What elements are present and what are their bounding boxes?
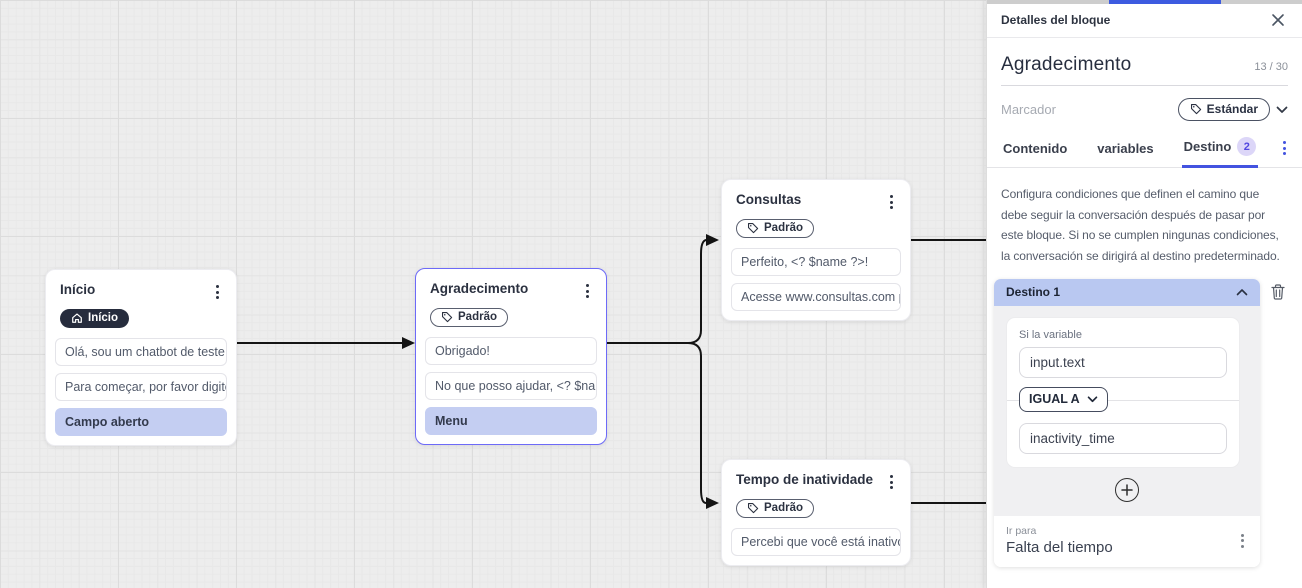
add-condition-button[interactable] [1115,478,1139,502]
open-field-item[interactable]: Campo aberto [55,408,227,436]
message-item[interactable]: Percebi que você está inativo. C... [731,528,901,556]
node-menu-kebab-icon[interactable] [886,192,897,212]
message-item[interactable]: Acesse www.consultas.com par... [731,283,901,311]
chevron-down-icon [1087,395,1098,402]
block-details-panel: Detalles del bloque Agradecimento 13 / 3… [986,0,1302,588]
menu-item[interactable]: Menu [425,407,597,435]
tag-icon [747,502,759,514]
marker-type-button[interactable]: Estándar [1177,98,1270,121]
node-type-badge: Início [60,309,130,328]
badge-label: Início [88,312,119,324]
panel-tabs: Contenido variables Destino 2 [987,131,1302,168]
close-panel-button[interactable] [1268,10,1288,30]
panel-top-strip-accent [1109,0,1221,4]
close-icon [1272,14,1284,26]
node-title: Consultas [736,192,802,207]
chevron-down-icon[interactable] [1276,106,1288,114]
trash-icon [1271,284,1285,300]
char-counter: 13 / 30 [1254,61,1288,73]
panel-top-strip [987,0,1302,4]
condition-variable-input[interactable] [1019,347,1227,378]
delete-destination-button[interactable] [1268,281,1288,303]
tab-destino[interactable]: Destino 2 [1181,131,1259,168]
condition-label: Si la variable [1019,329,1082,341]
message-item[interactable]: Olá, sou um chatbot de teste! [55,338,227,366]
badge-label: Padrão [764,502,803,514]
tag-icon [1190,103,1201,115]
node-menu-kebab-icon[interactable] [886,472,897,492]
condition-value-input[interactable] [1019,423,1227,454]
badge-label: Padrão [764,222,803,234]
message-item[interactable]: No que posso ajudar, <? $name ... [425,372,597,400]
arrowhead [706,497,719,509]
node-tempo-inatividade[interactable]: Tempo de inatividade Padrão Percebi que … [721,459,911,566]
node-title: Início [60,282,96,297]
operator-select[interactable]: IGUAL A [1019,387,1108,412]
tab-variables[interactable]: variables [1097,141,1154,156]
node-type-badge: Padrão [736,219,814,238]
tag-icon [441,311,453,323]
destino-count-badge: 2 [1237,137,1257,156]
go-to-value[interactable]: Falta del tiempo [1006,539,1113,556]
panel-title: Detalles del bloque [1001,13,1111,27]
node-inicio[interactable]: Início Início Olá, sou um chatbot de tes… [45,269,237,446]
node-menu-kebab-icon[interactable] [212,282,223,302]
edge-fork-up [607,239,707,344]
edge-fork-down [607,342,707,504]
node-type-badge: Padrão [430,308,508,327]
node-type-badge: Padrão [736,499,814,518]
destination-card: Destino 1 Si la variable IGU [994,279,1260,567]
arrowhead [706,234,719,246]
node-title: Tempo de inatividade [736,472,874,487]
block-name-input[interactable]: Agradecimento [1001,54,1132,75]
message-item[interactable]: Obrigado! [425,337,597,365]
flow-edges [237,234,986,509]
destino-description: Configura condiciones que definen el cam… [1001,187,1280,263]
condition-card: Si la variable IGUAL A [1006,317,1240,468]
badge-label: Padrão [458,311,497,323]
message-item[interactable]: Perfeito, <? $name ?>! [731,248,901,276]
node-consultas[interactable]: Consultas Padrão Perfeito, <? $name ?>! … [721,179,911,321]
plus-icon [1121,484,1133,496]
node-menu-kebab-icon[interactable] [582,281,593,301]
tabs-menu-kebab-icon[interactable] [1279,138,1290,158]
marker-value: Estándar [1206,102,1258,116]
tab-contenido[interactable]: Contenido [1003,141,1068,156]
chevron-up-icon[interactable] [1236,288,1248,296]
destination-card-header[interactable]: Destino 1 [994,279,1260,306]
go-to-label: Ir para [1006,525,1037,537]
destination-title: Destino 1 [1006,285,1061,299]
node-title: Agradecimento [430,281,529,296]
home-icon [72,313,82,323]
condition-divider [1007,400,1239,401]
tag-icon [747,222,759,234]
tab-destino-label: Destino [1183,139,1232,154]
operator-label: IGUAL A [1029,392,1080,406]
marker-label: Marcador [1001,102,1056,117]
node-agradecimento[interactable]: Agradecimento Padrão Obrigado! No que po… [415,268,607,445]
go-to-menu-kebab-icon[interactable] [1237,531,1248,551]
arrowhead [402,337,415,349]
message-item[interactable]: Para começar, por favor digite o ... [55,373,227,401]
